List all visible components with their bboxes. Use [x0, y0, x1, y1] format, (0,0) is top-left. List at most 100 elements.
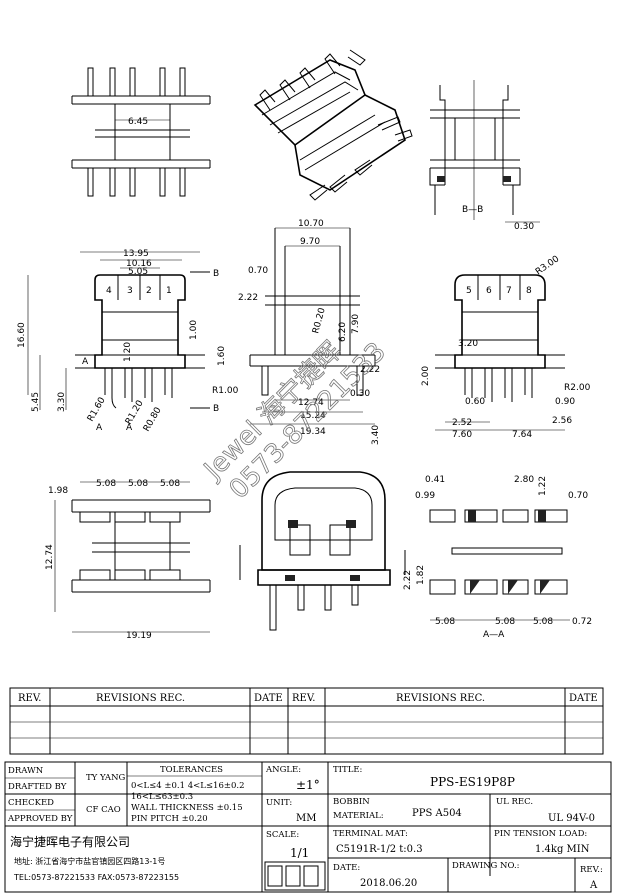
rev-header-rec2: REVISIONS REC.	[396, 693, 485, 704]
title-value: PPS-ES19P8P	[430, 775, 515, 789]
drafted-by-label: DRAFTED BY	[8, 782, 67, 792]
ul-rec-value: UL 94V-0	[548, 813, 595, 824]
section-mark-b-top: B	[213, 269, 219, 279]
pin-label-8: 8	[526, 286, 532, 296]
section-aa-view: 0.41 2.80 0.99 1.22 0.70 2.22 1.82 5.08 …	[403, 475, 592, 640]
rev-header-date1: DATE	[254, 693, 283, 704]
dim-right-320: 3.20	[458, 339, 478, 349]
scale-label: SCALE:	[266, 830, 299, 840]
dim-right-r200: R2.00	[564, 383, 591, 393]
dim-right-256: 2.56	[552, 416, 572, 426]
pin-label-5: 5	[466, 286, 472, 296]
dim-right-090: 0.90	[555, 397, 575, 407]
right-view: 5 6 7 8 R3.00 3.20 2.00 0.60 0.90 R2.00 …	[421, 254, 591, 440]
title-label: TITLE:	[333, 765, 362, 775]
dim-bb-030: 0.30	[514, 222, 534, 232]
dim-aa-508-1: 5.08	[435, 617, 455, 627]
dim-front-h-330: 3.30	[57, 392, 67, 412]
section-mark-a-bottom2: A	[126, 423, 133, 433]
dim-front-pin-len: 1.00	[189, 320, 199, 340]
dim-bottom-508-3: 5.08	[160, 479, 180, 489]
rev-label: REV.:	[580, 865, 603, 875]
dim-bottom-198: 1.98	[48, 486, 68, 496]
dim-bottom-1919: 19.19	[126, 631, 152, 641]
dim-aa-122: 1.22	[538, 476, 548, 496]
front-view: 13.95 10.16 5.05 4 3 2 1 16.60 5.45 3.30…	[17, 249, 239, 434]
dim-aa-070: 0.70	[568, 491, 588, 501]
dim-aa-508-3: 5.08	[533, 617, 553, 627]
dim-right-200: 2.00	[421, 366, 431, 386]
drawing-no-label: DRAWING NO.:	[452, 861, 520, 871]
dim-side-1070: 10.70	[298, 219, 324, 229]
pin-label-4: 4	[106, 286, 112, 296]
terminal-mat-value: C5191R-1/2 t:0.3	[336, 844, 423, 855]
ul-rec-label: UL REC.	[496, 797, 533, 807]
dim-side-1274: 12.74	[298, 398, 324, 408]
tolerance-line1: 0<L≤4 ±0.1 4<L≤16±0.2	[131, 781, 245, 791]
dim-aa-182: 1.82	[416, 565, 426, 585]
unit-label: UNIT:	[266, 798, 292, 808]
dim-front-r100: R1.00	[212, 386, 239, 396]
terminal-mat-label: TERMINAL MAT:	[333, 829, 408, 839]
drafted-by-value: TY YANG	[86, 773, 126, 783]
revisions-table: REV. REVISIONS REC. DATE REV. REVISIONS …	[9, 687, 604, 755]
dim-bottom-1274: 12.74	[45, 544, 55, 570]
dim-side-070: 0.70	[248, 266, 268, 276]
approved-by-label: APPROVED BY	[7, 814, 73, 824]
pin-label-1: 1	[166, 286, 172, 296]
tolerances-label: TOLERANCES	[160, 765, 223, 775]
company-tel: TEL:0573-87221533 FAX:0573-87223155	[13, 873, 179, 882]
dim-front-r080: R0.80	[142, 405, 164, 433]
pin-tension-label: PIN TENSION LOAD:	[494, 829, 587, 839]
dim-side-970: 9.70	[300, 237, 320, 247]
dim-bottom-508-1: 5.08	[96, 479, 116, 489]
dim-front-120: 1.20	[123, 342, 133, 362]
dim-side-r020: R0.20	[311, 307, 328, 335]
dim-aa-072: 0.72	[572, 617, 592, 627]
dim-right-060: 0.60	[465, 397, 485, 407]
dim-side-1934: 19.34	[300, 427, 326, 437]
bobbin-material-value: PPS A504	[412, 808, 462, 819]
pin-label-7: 7	[506, 286, 512, 296]
angle-label: ANGLE:	[265, 765, 301, 775]
dim-aa-099: 0.99	[415, 491, 435, 501]
dim-right-760a: 7.60	[452, 430, 472, 440]
side-view: 10.70 9.70 0.70 2.22 R0.20 6.20 7.90 2.2…	[238, 219, 381, 445]
scale-value: 1/1	[290, 846, 309, 860]
dim-right-252: 2.52	[452, 418, 472, 428]
dim-right-r300: R3.00	[534, 254, 561, 277]
pin-label-2: 2	[146, 286, 152, 296]
section-bb-view: B—B 0.30	[429, 80, 540, 232]
checked-label: CHECKED	[8, 798, 54, 808]
bobbin-material-label: MATERIAL:	[333, 811, 384, 821]
section-mark-b-bottom: B	[213, 404, 219, 414]
title-block: DRAWN DRAFTED BY TY YANG CHECKED APPROVE…	[4, 761, 612, 893]
bobbin-label: BOBBIN	[333, 797, 370, 807]
pin-tension-value: 1.4kg MIN	[535, 844, 590, 855]
dim-side-340: 3.40	[371, 425, 381, 445]
tolerance-line4: PIN PITCH ±0.20	[131, 814, 208, 824]
dim-side-222b: 2.22	[360, 365, 380, 375]
pin-label-3: 3	[127, 286, 133, 296]
dim-front-w2: 10.16	[126, 259, 152, 269]
company-logo	[264, 861, 326, 891]
dim-front-w3: 5.05	[128, 267, 148, 277]
dim-top-left-width: 6.45	[128, 117, 148, 127]
rev-value: A	[589, 880, 598, 891]
rev-header-rev2: REV.	[292, 693, 315, 704]
dim-aa-280: 2.80	[514, 475, 534, 485]
drawn-label: DRAWN	[8, 766, 44, 776]
section-aa-label: A—A	[483, 630, 505, 640]
section-mark-a-bottom1: A	[96, 423, 103, 433]
section-bb-label: B—B	[462, 205, 483, 215]
section-mark-a-left: A	[82, 357, 89, 367]
isometric-bottom-view	[239, 471, 406, 631]
rev-header-date2: DATE	[569, 693, 598, 704]
date-label: DATE:	[333, 863, 360, 873]
isometric-top-view	[253, 49, 413, 201]
dim-aa-508-2: 5.08	[495, 617, 515, 627]
approved-by-value: CF CAO	[86, 805, 121, 815]
pin-label-6: 6	[486, 286, 492, 296]
dim-front-h-total: 16.60	[17, 322, 27, 348]
